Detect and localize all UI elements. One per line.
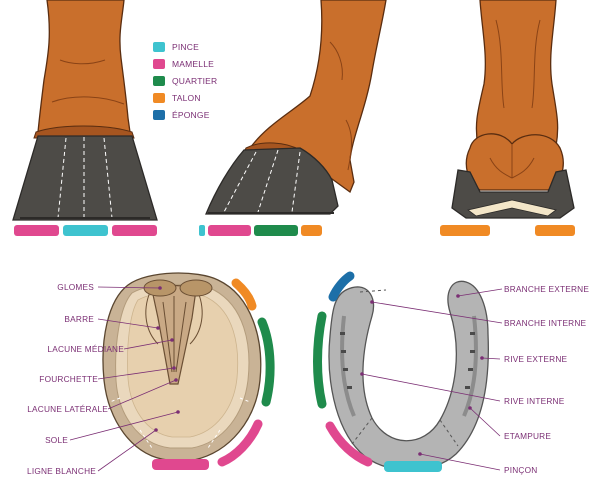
shoe-eponge-band xyxy=(328,271,355,302)
front-pince-band xyxy=(63,225,108,236)
shoe-mamelle-band xyxy=(325,421,373,467)
sole-quartier-band xyxy=(257,317,275,407)
legend-label: PINCE xyxy=(172,41,199,52)
side-pince-band xyxy=(199,225,205,236)
color-legend: PINCE MAMELLE QUARTIER TALON ÉPONGE xyxy=(153,38,217,124)
label-lacune-laterale: LACUNE LATÉRALE xyxy=(27,404,108,414)
hoof-side-view xyxy=(199,0,387,236)
legend-swatch xyxy=(153,75,165,86)
sole-talon-band xyxy=(231,278,257,311)
label-branche-interne: BRANCHE INTERNE xyxy=(504,318,587,328)
front-mamelle-right-band xyxy=(112,225,157,236)
rear-heel-bulbs xyxy=(465,133,564,191)
label-ligne-blanche: LIGNE BLANCHE xyxy=(27,466,96,476)
shoe-quartier-band xyxy=(313,311,327,409)
legend-swatch xyxy=(153,41,165,52)
label-rive-externe: RIVE EXTERNE xyxy=(504,354,568,364)
hoof-sole-view xyxy=(102,272,275,470)
legend-label: TALON xyxy=(172,93,201,104)
label-barre: BARRE xyxy=(64,314,94,324)
label-lacune-mediane: LACUNE MÉDIANE xyxy=(47,344,124,354)
sole-mamelle-band xyxy=(217,419,263,467)
rear-hoof-wall xyxy=(451,169,575,219)
sole-pince-band xyxy=(152,459,209,470)
front-leg xyxy=(37,0,131,133)
side-hoof-wall xyxy=(205,147,339,215)
rear-leg xyxy=(475,0,559,147)
hoof-rear-view xyxy=(440,0,575,236)
front-mamelle-left-band xyxy=(14,225,59,236)
label-etampure: ETAMPURE xyxy=(504,431,552,441)
legend-item: PINCE xyxy=(153,38,217,55)
front-hoof-wall xyxy=(12,135,158,221)
hoof-front-view xyxy=(12,0,158,236)
label-pincon: PINÇON xyxy=(504,465,538,475)
legend-swatch xyxy=(153,110,165,121)
legend-item: TALON xyxy=(153,90,217,107)
legend-item: MAMELLE xyxy=(153,55,217,72)
label-sole: SOLE xyxy=(45,435,68,445)
legend-item: ÉPONGE xyxy=(153,107,217,124)
horseshoe-view xyxy=(313,271,489,472)
legend-swatch xyxy=(153,93,165,104)
leader-dots xyxy=(154,286,484,456)
shoe-pince-band xyxy=(384,461,442,472)
horseshoe xyxy=(328,280,489,471)
label-rive-interne: RIVE INTERNE xyxy=(504,396,565,406)
leader-lines xyxy=(69,286,503,472)
front-coronet xyxy=(33,125,135,139)
label-branche-externe: BRANCHE EXTERNE xyxy=(504,284,590,294)
side-talon-band xyxy=(301,225,322,236)
horseshoe-nail-holes xyxy=(340,332,475,389)
legend-swatch xyxy=(153,58,165,69)
side-quartier-band xyxy=(254,225,298,236)
side-mamelle-band xyxy=(208,225,251,236)
rear-talon-left-band xyxy=(440,225,490,236)
legend-label: MAMELLE xyxy=(172,58,215,69)
legend-item: QUARTIER xyxy=(153,72,217,89)
label-glomes: GLOMES xyxy=(57,282,94,292)
rear-talon-right-band xyxy=(535,225,575,236)
legend-label: ÉPONGE xyxy=(172,110,210,121)
label-fourchette: FOURCHETTE xyxy=(39,374,98,384)
legend-label: QUARTIER xyxy=(172,75,218,86)
